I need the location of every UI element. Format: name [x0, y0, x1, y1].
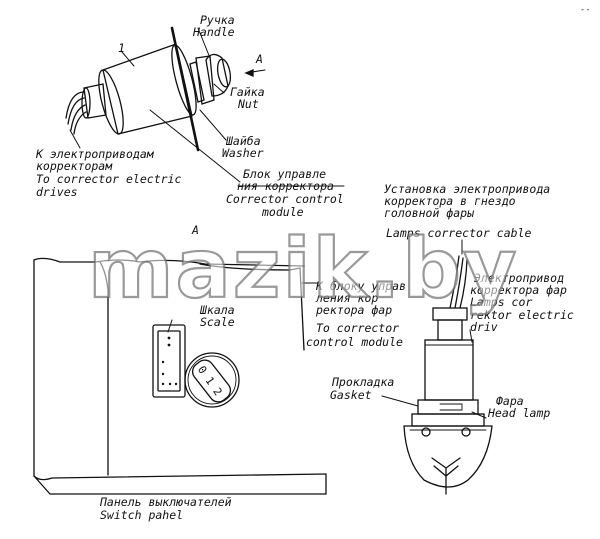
drive-label-en-3: driv [470, 320, 498, 334]
scale-label-en: Scale [200, 315, 235, 329]
to-drives-label-ru-1: К электроприводам [36, 147, 154, 161]
panel-label-en: Switch pahel [100, 508, 184, 522]
control-module-assembly [65, 26, 345, 187]
install-label-ru-1: Установка электропривода [384, 182, 551, 196]
to-drives-label-en-1: To corrector electric [36, 172, 182, 186]
to-module-label-en-1: To corrector [316, 321, 400, 335]
to-module-label-en-2: control module [306, 335, 403, 349]
control-block-label-en-1: Corrector control [226, 192, 344, 206]
control-block-label-ru-1: Блок управле [243, 167, 327, 181]
part-number-label: 1 [118, 41, 125, 55]
drive-label-en-2: rektor electric [470, 308, 574, 322]
to-drives-label-ru-2: корректорам [36, 159, 113, 173]
control-block-label-en-2: module [262, 205, 304, 219]
gasket-label-en: Gasket [330, 388, 372, 402]
corner-mark: -- [580, 5, 591, 15]
drive-label-ru-1: Электропривод [474, 271, 565, 285]
to-module-label-ru-1: К блоку управ [316, 279, 407, 293]
install-label-ru-2: корректора в гнездо [384, 194, 516, 208]
view-a-title: A [192, 223, 199, 237]
to-drives-label-en-2: drives [36, 185, 78, 199]
to-module-label-ru-2: ления кор [316, 291, 379, 305]
handle-label-en: Handle [193, 25, 235, 39]
nut-label-en: Nut [238, 97, 259, 111]
gasket-label-ru: Прокладка [332, 375, 395, 389]
install-label-ru-3: головной фары [384, 206, 475, 220]
watermark: mazik.by [87, 221, 519, 318]
lamps-cable-label: Lamps corrector cable [386, 226, 532, 240]
view-a-arrow-label: A [256, 52, 263, 66]
washer-label-ru: Шайба [226, 134, 261, 148]
to-module-label-ru-3: ректора фар [316, 303, 393, 317]
headlamp-label-ru: Фара [496, 394, 524, 408]
handle-label-ru: Ручка [200, 13, 235, 27]
control-block-label-ru-2: ния корректора [237, 179, 334, 193]
headlamp-label-en: Head lamp [488, 406, 551, 420]
scale-label-ru: Шкала [200, 303, 235, 317]
headlamp-drive-assembly [381, 239, 493, 495]
panel-label-ru: Панель выключателей [100, 495, 232, 509]
svg-text:0 1 2: 0 1 2 [195, 364, 225, 399]
drive-label-en-1: Lamps cor [470, 295, 533, 309]
drive-label-ru-2: корректора фар [470, 283, 567, 297]
washer-label-en: Washer [222, 146, 264, 160]
nut-label-ru: Гайка [230, 85, 265, 99]
